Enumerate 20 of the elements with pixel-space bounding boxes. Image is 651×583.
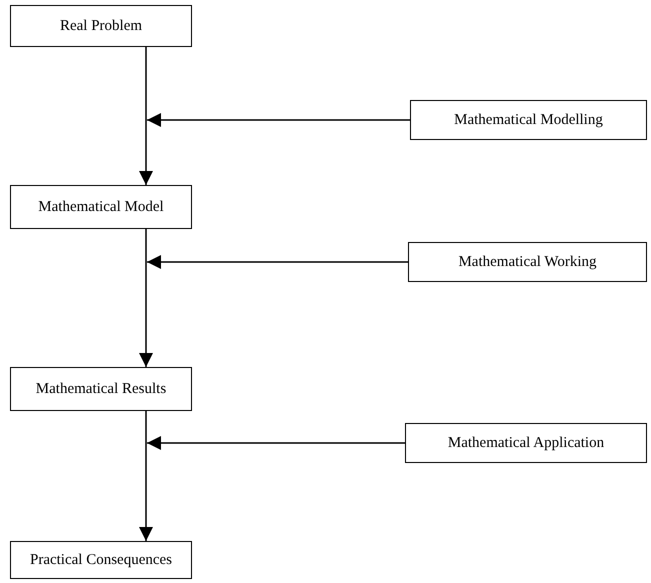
arrow — [147, 113, 410, 127]
box-label: Mathematical Results — [36, 380, 166, 398]
process-box — [10, 541, 192, 579]
process-box — [10, 5, 192, 47]
box-label: Mathematical Working — [458, 254, 597, 270]
process-box — [10, 367, 192, 411]
box-label: Mathematical Modelling — [454, 112, 603, 128]
arrow — [147, 255, 408, 269]
box-label: Practical Consequences — [30, 552, 172, 568]
arrow — [139, 229, 153, 367]
arrow — [147, 436, 405, 450]
arrow — [139, 47, 153, 185]
box-label: Mathematical Model — [38, 198, 164, 216]
arrow — [139, 411, 153, 541]
box-label: Real Problem — [60, 18, 142, 34]
process-box — [405, 423, 647, 463]
process-box — [410, 100, 647, 140]
box-label: Mathematical Application — [448, 434, 604, 452]
process-box — [10, 185, 192, 229]
process-box — [408, 242, 647, 282]
